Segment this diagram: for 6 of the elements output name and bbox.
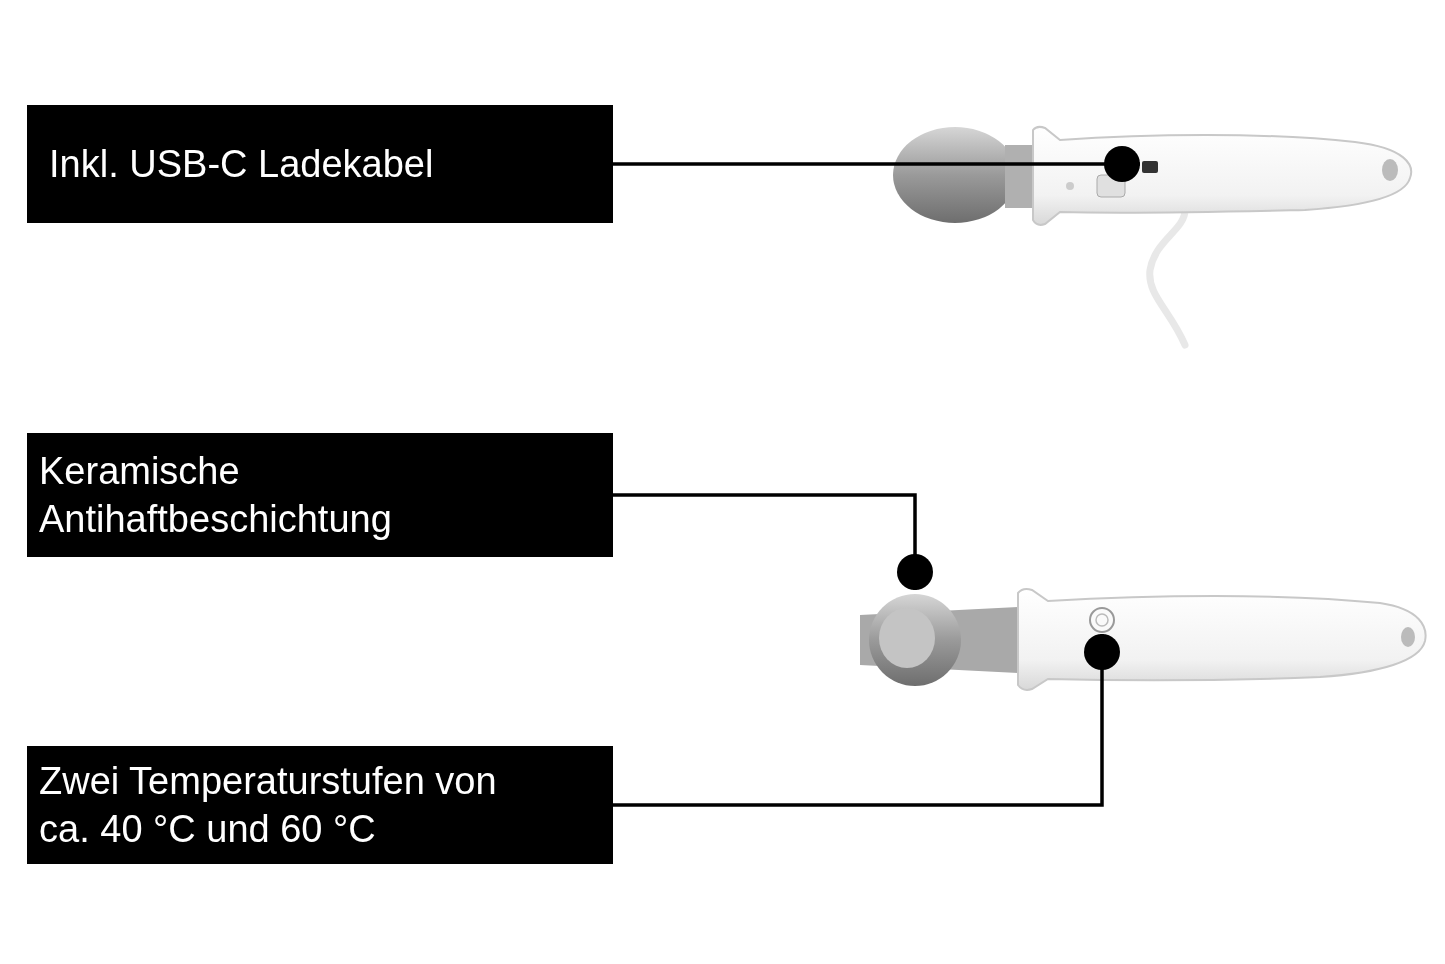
leader-line [613, 146, 1140, 182]
callout-label: Zwei Temperaturstufen von ca. 40 °C und 60 °C [27, 746, 613, 864]
leader-line [613, 493, 933, 590]
leader-line [613, 634, 1120, 807]
callout-label: Keramische Antihaftbeschichtung [27, 433, 613, 557]
callout-label: Inkl. USB-C Ladekabel [27, 105, 613, 223]
